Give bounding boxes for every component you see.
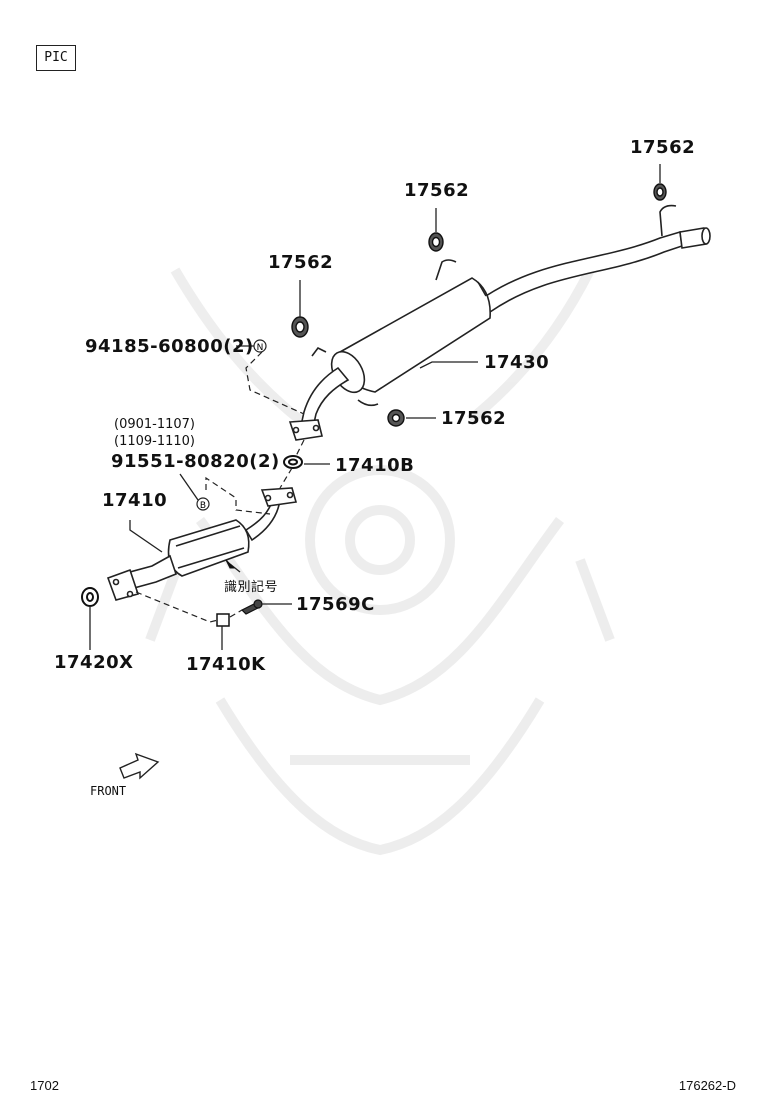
front-exhaust-pipe-converter[interactable]: [106, 487, 298, 601]
label-17410[interactable]: 17410: [102, 490, 168, 511]
callout-n-icon: N: [253, 339, 267, 353]
label-17410b[interactable]: 17410B: [335, 455, 415, 476]
date-range-2: (1109-1110): [114, 434, 196, 449]
footer-left-code: 1702: [30, 1078, 59, 1093]
sensor-17410k[interactable]: [216, 613, 230, 627]
callout-b-icon: B: [196, 497, 210, 511]
label-94185-60800[interactable]: 94185-60800(2): [85, 336, 254, 357]
label-17562-muffler-top[interactable]: 17562: [404, 180, 470, 201]
label-17562-bottom[interactable]: 17562: [441, 408, 507, 429]
exhaust-hanger-rubber-d[interactable]: [387, 409, 405, 427]
label-17562-top-right[interactable]: 17562: [630, 137, 696, 158]
label-17410k[interactable]: 17410K: [186, 654, 266, 675]
label-17420x[interactable]: 17420X: [54, 652, 134, 673]
label-id-mark: 識別記号: [224, 580, 279, 595]
gasket-17420x[interactable]: [81, 587, 99, 607]
label-17569c[interactable]: 17569C: [296, 594, 375, 615]
pic-badge: PIC: [36, 45, 76, 71]
gasket-17410b[interactable]: [283, 455, 303, 469]
exhaust-hanger-rubber-c[interactable]: [653, 183, 667, 201]
bolt-17569c[interactable]: [240, 599, 263, 615]
muffler-assembly[interactable]: [288, 204, 711, 441]
label-17430[interactable]: 17430: [484, 352, 550, 373]
footer-right-code: 176262-D: [678, 1078, 736, 1093]
watermark-emblem: [145, 267, 615, 856]
svg-text:B: B: [200, 501, 206, 511]
svg-text:N: N: [257, 343, 264, 353]
label-91551-80820[interactable]: 91551-80820(2): [111, 451, 280, 472]
front-label: FRONT: [90, 784, 127, 798]
exhaust-hanger-rubber-b[interactable]: [428, 232, 444, 252]
id-mark-arrow-icon: [225, 559, 236, 569]
leader-lines: [89, 164, 661, 650]
label-17562-left[interactable]: 17562: [268, 252, 334, 273]
date-range-1: (0901-1107): [114, 417, 196, 432]
front-arrow-icon: [119, 752, 160, 780]
exhaust-hanger-rubber-a[interactable]: [291, 316, 309, 338]
dashed-guide-lines: [135, 351, 305, 623]
